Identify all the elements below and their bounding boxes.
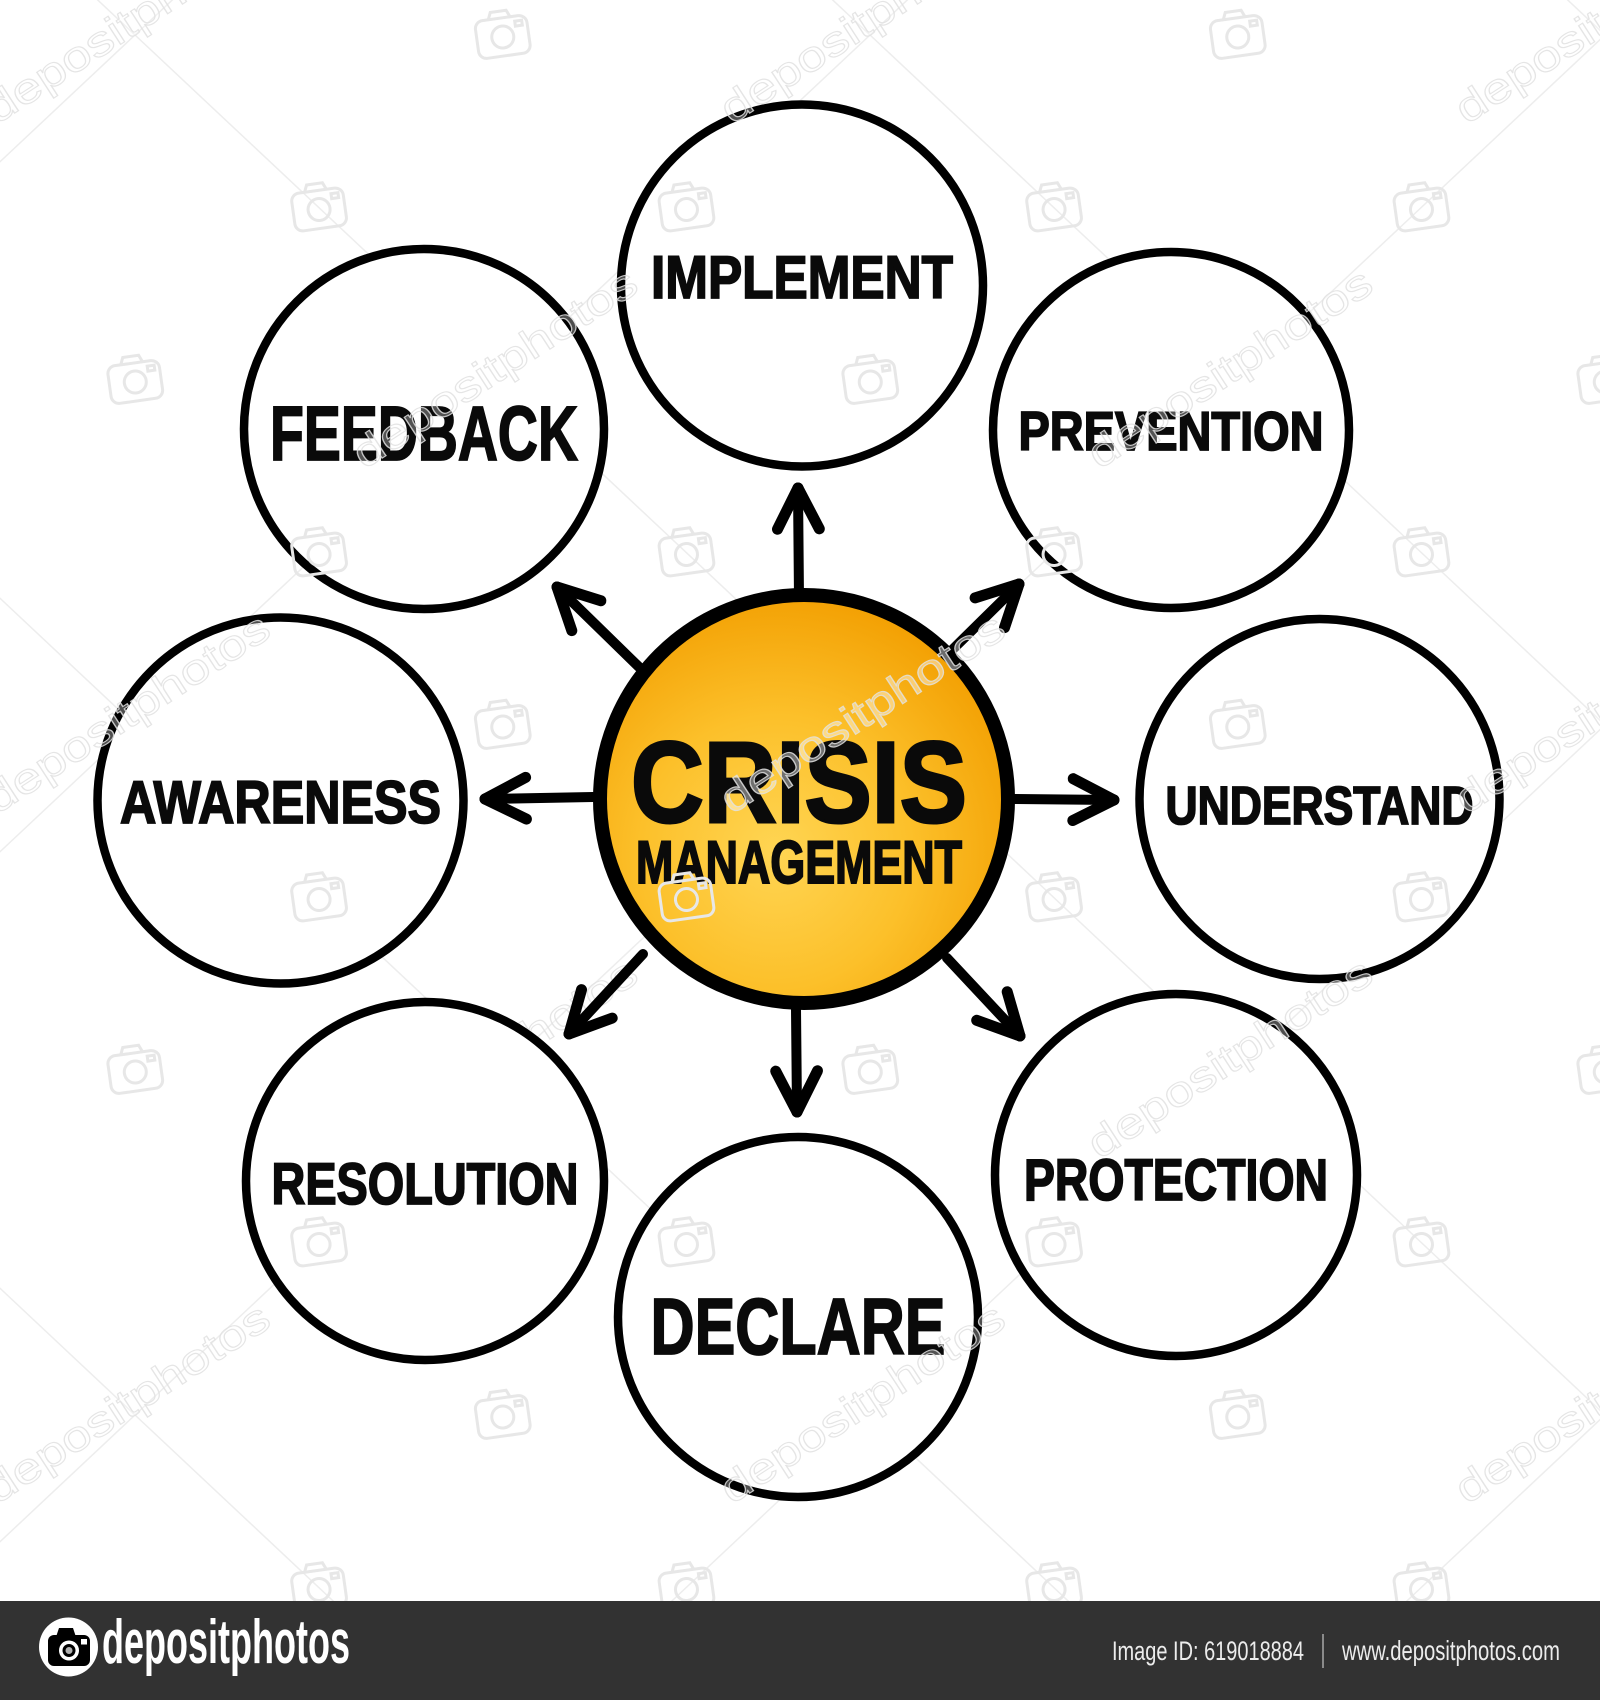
- svg-text:RESOLUTION: RESOLUTION: [272, 1152, 579, 1217]
- svg-text:UNDERSTAND: UNDERSTAND: [1166, 776, 1474, 836]
- svg-text:MANAGEMENT: MANAGEMENT: [636, 829, 962, 896]
- svg-text:www.depositphotos.com: www.depositphotos.com: [1341, 1635, 1560, 1666]
- svg-text:FEEDBACK: FEEDBACK: [270, 391, 578, 477]
- svg-text:Image ID: 619018884: Image ID: 619018884: [1112, 1636, 1304, 1666]
- svg-text:AWARENESS: AWARENESS: [120, 769, 441, 836]
- svg-text:IMPLEMENT: IMPLEMENT: [651, 244, 953, 311]
- svg-text:DECLARE: DECLARE: [651, 1282, 946, 1371]
- svg-text:PREVENTION: PREVENTION: [1019, 400, 1324, 462]
- svg-text:depositphotos: depositphotos: [102, 1608, 350, 1677]
- svg-text:PROTECTION: PROTECTION: [1024, 1148, 1328, 1213]
- svg-text:CRISIS: CRISIS: [631, 719, 967, 847]
